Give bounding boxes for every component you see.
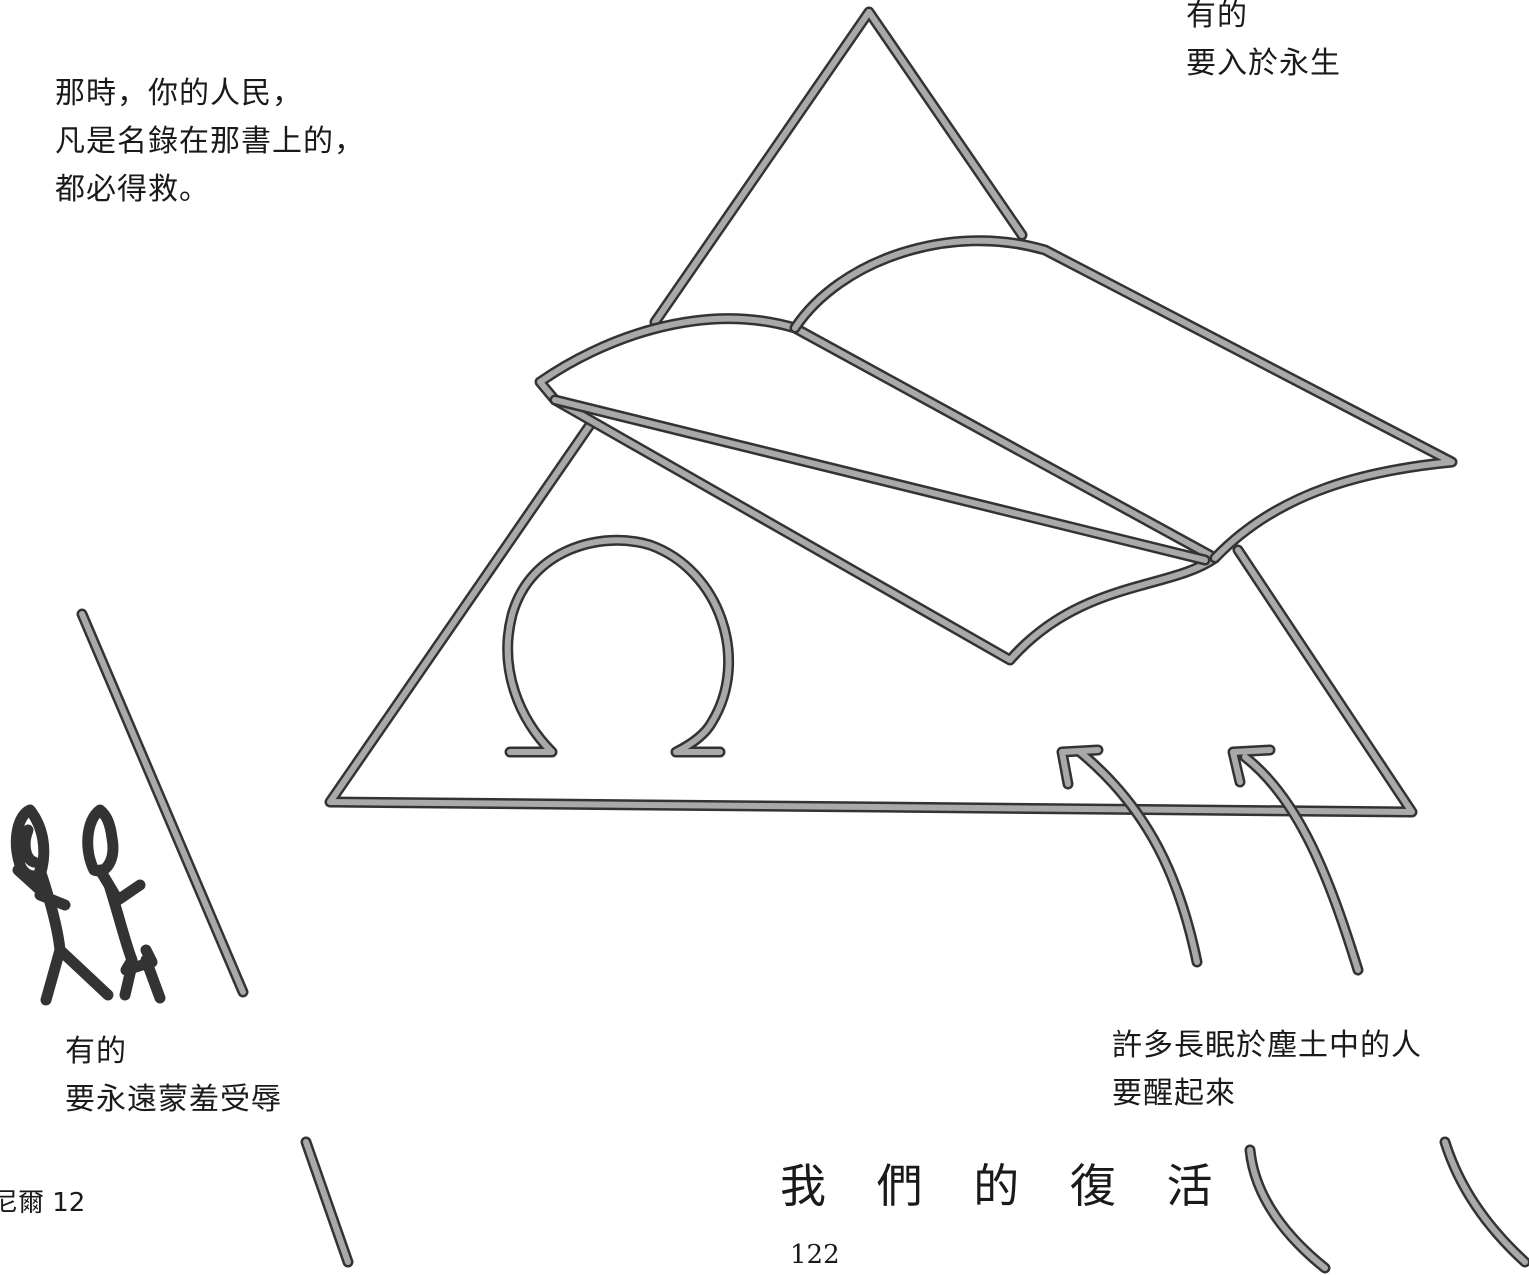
label-line: 要入於永生: [1186, 46, 1341, 81]
label-line: 要醒起來: [1112, 1076, 1236, 1111]
label-line: 有的: [65, 1034, 127, 1069]
label-shame: 有的 要永遠蒙羞受辱: [65, 1028, 282, 1124]
omega-icon: [502, 534, 735, 758]
verse-line: 都必得救。: [55, 172, 210, 207]
scripture-reference: 尼爾 12: [0, 1188, 86, 1218]
verse-line: 那時，你的人民，: [55, 76, 303, 111]
divider-line-left: [76, 608, 249, 998]
triangle-icon: [324, 6, 1418, 818]
rising-arrow-icon: [1056, 744, 1364, 976]
people-figures-icon: [10, 804, 166, 1006]
verse-text: 那時，你的人民， 凡是名錄在那書上的， 都必得救。: [55, 70, 365, 214]
label-awaken: 許多長眠於塵土中的人 要醒起來: [1112, 1022, 1422, 1118]
page-number: 122: [790, 1240, 840, 1270]
decorative-strokes: [300, 1136, 1529, 1274]
label-eternal-life: 有的 要入於永生: [1186, 0, 1341, 88]
label-line: 有的: [1186, 0, 1248, 33]
verse-line: 凡是名錄在那書上的，: [55, 124, 365, 159]
label-line: 許多長眠於塵土中的人: [1112, 1028, 1422, 1063]
open-book-icon: [534, 235, 1458, 666]
page-title: 我 們 的 復 活: [780, 1159, 1231, 1213]
label-line: 要永遠蒙羞受辱: [65, 1082, 282, 1117]
